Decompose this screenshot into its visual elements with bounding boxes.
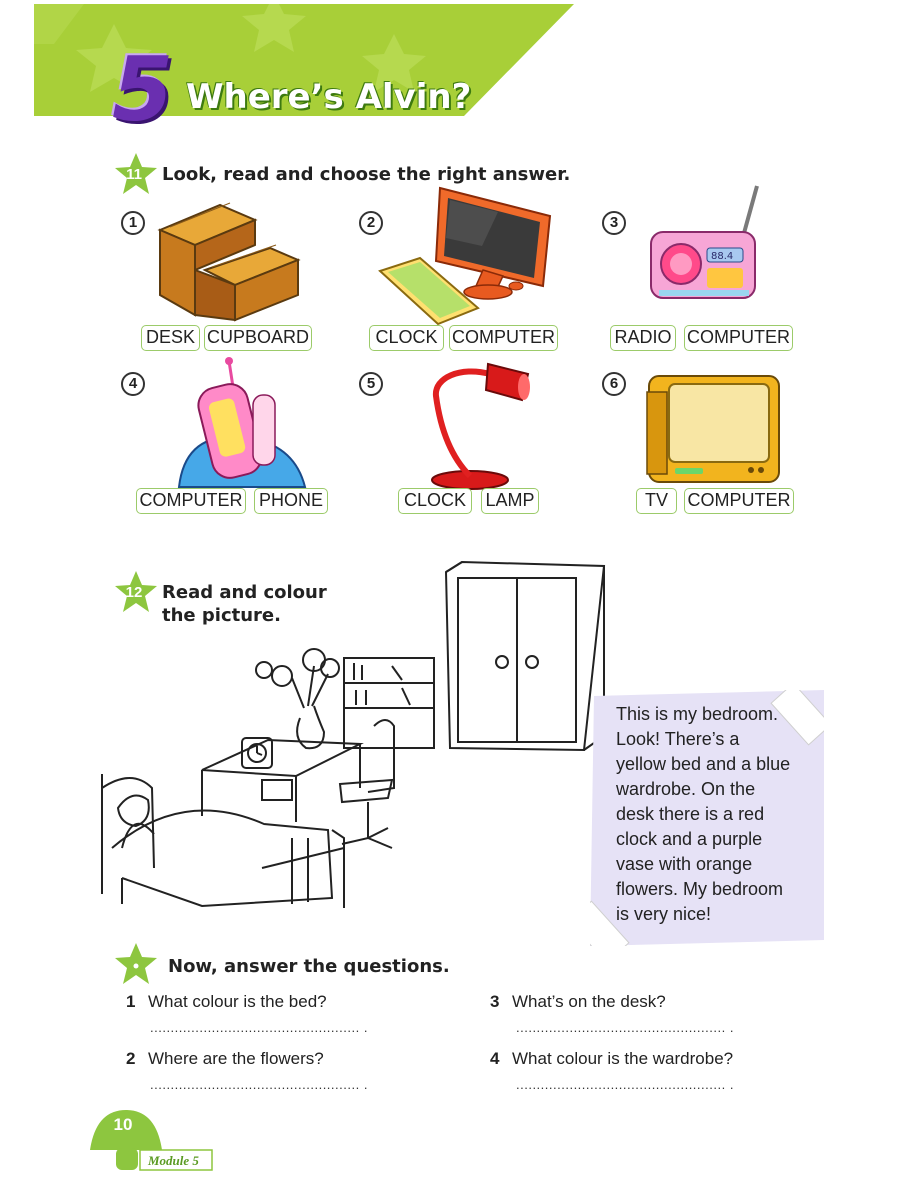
question-number: 3 xyxy=(490,992,500,1011)
tv-picture xyxy=(646,375,780,483)
question-number: 2 xyxy=(126,1049,136,1068)
exercise-instruction-line1: Read and colour xyxy=(162,582,327,603)
desk-picture xyxy=(157,202,301,322)
bedroom-description-card xyxy=(590,690,824,946)
exercise-star-icon xyxy=(115,571,157,612)
option-computer[interactable]: COMPUTER xyxy=(449,325,558,351)
option-computer[interactable]: COMPUTER xyxy=(684,488,794,514)
note-line: flowers. My bedroom xyxy=(616,879,784,899)
option-computer[interactable]: COMPUTER xyxy=(684,325,793,351)
page-title: Where’s Alvin? xyxy=(186,77,472,117)
exercise-instruction: Look, read and choose the right answer. xyxy=(162,164,571,185)
page-number: 10 xyxy=(113,1115,133,1134)
note-line: desk there is a red xyxy=(616,804,765,824)
unit-number: 5 xyxy=(112,38,174,141)
item-number: 5 xyxy=(359,372,383,396)
header-banner xyxy=(34,4,574,116)
option-computer[interactable]: COMPUTER xyxy=(136,488,246,514)
computer-picture xyxy=(378,186,552,326)
radio-picture: 88.4 xyxy=(650,185,759,299)
exercise-number: 12 xyxy=(125,584,143,601)
option-phone[interactable]: PHONE xyxy=(254,488,328,514)
question-text: What colour is the wardrobe? xyxy=(512,1049,734,1068)
note-line: yellow bed and a blue xyxy=(616,754,791,774)
note-line: vase with orange xyxy=(616,854,753,874)
note-line: wardrobe. On the xyxy=(616,779,756,799)
answer-line[interactable]: ........................................… xyxy=(516,1077,734,1092)
option-desk[interactable]: DESK xyxy=(141,325,200,351)
item-number: 3 xyxy=(602,211,626,235)
question-text: Where are the flowers? xyxy=(148,1049,324,1068)
item-number: 4 xyxy=(121,372,145,396)
exercise-instruction-line2: the picture. xyxy=(162,605,281,626)
question-number: 1 xyxy=(126,992,136,1011)
bullet-star-icon xyxy=(115,943,157,984)
svg-text:88.4: 88.4 xyxy=(711,251,733,262)
bedroom-description-text: This is my bedroom. Look! There’s a yell… xyxy=(616,702,816,927)
exercise-number: 11 xyxy=(126,166,142,183)
option-clock[interactable]: CLOCK xyxy=(369,325,444,351)
note-line: clock and a purple xyxy=(616,829,763,849)
question-text: What colour is the bed? xyxy=(148,992,327,1011)
note-line: Look! There’s a xyxy=(616,729,740,749)
bedroom-picture xyxy=(101,560,606,908)
question-text: What’s on the desk? xyxy=(512,992,666,1011)
answer-line[interactable]: ........................................… xyxy=(516,1020,734,1035)
lamp-picture xyxy=(431,362,530,490)
option-tv[interactable]: TV xyxy=(636,488,677,514)
questions-instruction: Now, answer the questions. xyxy=(168,956,450,977)
item-number: 2 xyxy=(359,211,383,235)
note-line: is very nice! xyxy=(616,904,712,924)
exercise-star-icon xyxy=(115,153,157,194)
item-number: 6 xyxy=(602,372,626,396)
option-radio[interactable]: RADIO xyxy=(610,325,676,351)
answer-line[interactable]: ........................................… xyxy=(150,1020,368,1035)
item-number: 1 xyxy=(121,211,145,235)
question-number: 4 xyxy=(490,1049,500,1068)
answer-line[interactable]: ........................................… xyxy=(150,1077,368,1092)
mushroom-page-icon xyxy=(90,1110,213,1171)
option-clock[interactable]: CLOCK xyxy=(398,488,472,514)
note-line: This is my bedroom. xyxy=(616,704,779,724)
option-lamp[interactable]: LAMP xyxy=(481,488,539,514)
module-label: Module 5 xyxy=(148,1153,199,1168)
phone-picture xyxy=(177,357,307,488)
option-cupboard[interactable]: CUPBOARD xyxy=(204,325,312,351)
